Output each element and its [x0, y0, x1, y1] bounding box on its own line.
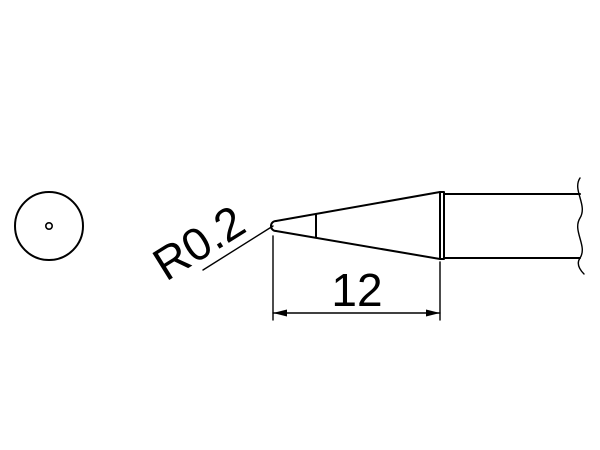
dimension-arrow-right	[426, 309, 440, 317]
tip-end-outer-circle	[14, 191, 84, 261]
length-label: 12	[331, 264, 382, 316]
taper-lower-edge	[275, 230, 441, 260]
length-dimension: 12	[272, 235, 441, 321]
radius-leader-line	[202, 225, 274, 271]
radius-label: R0.2	[144, 195, 254, 291]
tip-end-center-dot	[44, 222, 53, 231]
tip-point-arc	[270, 220, 277, 232]
tip-end-view	[14, 191, 84, 261]
shoulder-ring	[439, 191, 445, 260]
radius-callout: R0.2	[144, 195, 274, 291]
tip-side-view	[270, 177, 585, 275]
break-line	[577, 177, 585, 275]
taper-upper-edge	[275, 191, 441, 222]
dimension-arrow-left	[273, 309, 287, 317]
